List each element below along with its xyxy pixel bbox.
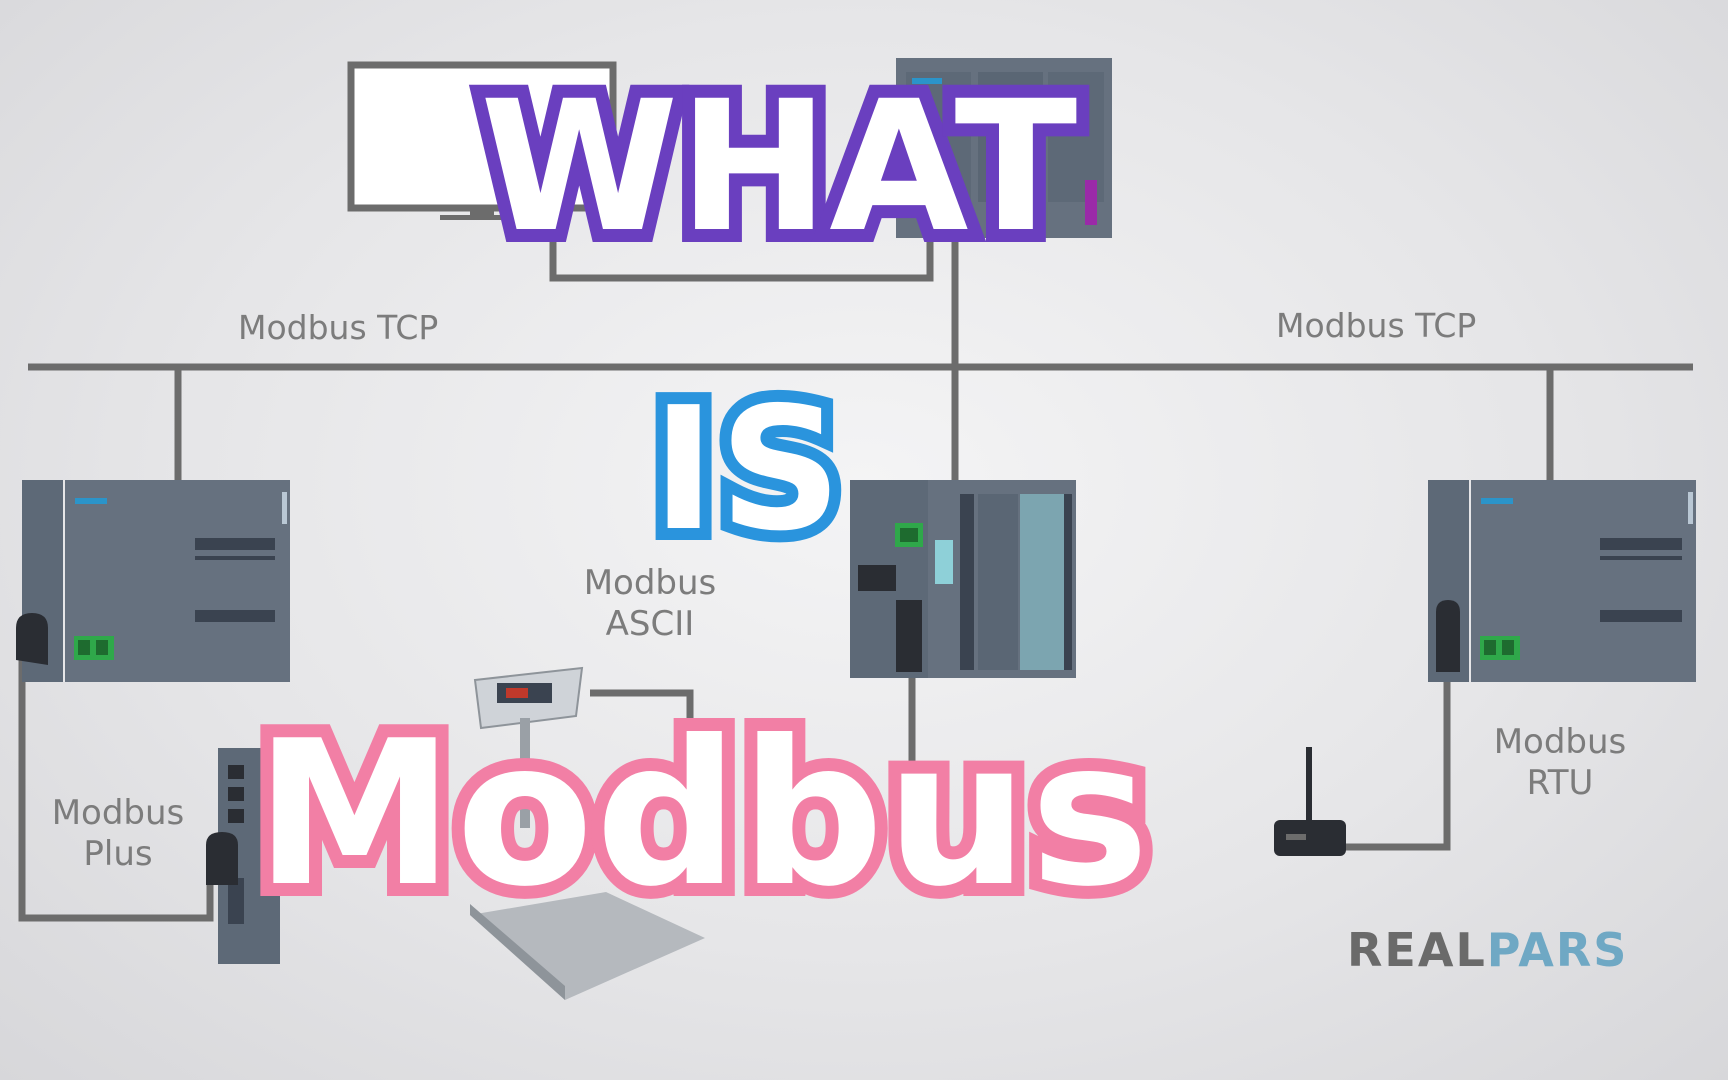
scale-cable: [590, 689, 694, 800]
hmi-cable: [549, 222, 934, 282]
label-modbus-rtu-line2: RTU: [1526, 762, 1594, 803]
label-modbus-tcp-right: Modbus TCP: [1276, 306, 1477, 345]
label-modbus-plus-line2: Plus: [83, 833, 153, 874]
title-word-modbus: Modbus: [242, 698, 1162, 931]
main-plc: [896, 58, 1112, 238]
modbus-rtu-cable: [1343, 665, 1451, 851]
cables: [18, 222, 1693, 922]
hmi-monitor: [347, 61, 617, 220]
logo-part-pars: PARS: [1486, 923, 1629, 977]
label-modbus-tcp-left: Modbus TCP: [238, 308, 439, 347]
title-word-is: IS: [640, 371, 854, 569]
realpars-logo: REALPARS: [1347, 923, 1628, 977]
label-modbus-plus-line1: Modbus: [51, 793, 185, 833]
modbus-plus-cable: [18, 660, 214, 922]
label-modbus-ascii: Modbus ASCII: [540, 563, 760, 645]
wireless-modem: [1274, 747, 1346, 856]
title-word-what: WHAT: [467, 63, 1090, 272]
weighing-scale: [470, 666, 705, 1000]
label-modbus-rtu: Modbus RTU: [1450, 722, 1670, 804]
label-modbus-ascii-line2: ASCII: [605, 603, 695, 644]
label-modbus-ascii-line1: Modbus: [583, 563, 717, 603]
modbus-plus-module: [206, 748, 280, 964]
label-modbus-rtu-line1: Modbus: [1493, 722, 1627, 762]
label-modbus-plus: Modbus Plus: [8, 793, 228, 875]
distributed-io: [850, 480, 1076, 678]
right-plc: [1428, 480, 1696, 682]
left-plc: [16, 480, 290, 682]
logo-part-real: REAL: [1347, 923, 1487, 977]
